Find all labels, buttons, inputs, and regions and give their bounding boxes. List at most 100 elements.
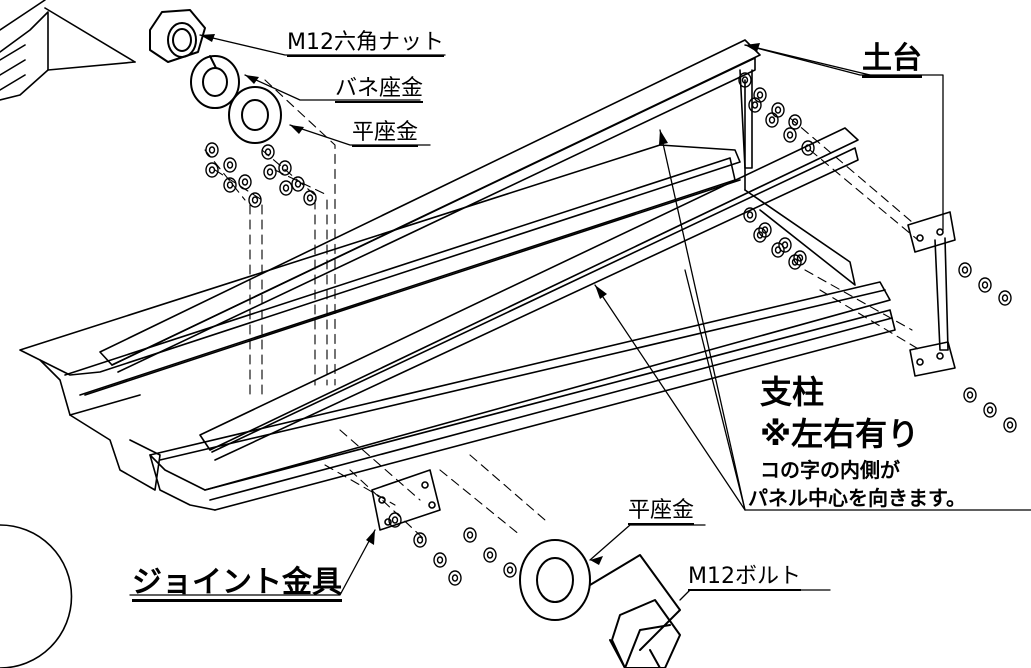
small-washer-hole [774,106,782,114]
rear-crossmember [744,79,856,286]
small-washer [291,176,305,192]
small-washer [743,207,757,223]
small-washer-hole [774,246,782,254]
flat-washer-bottom-large [519,539,591,621]
label-spring-washer: バネ座金 [335,76,424,103]
small-washer-hole [208,146,216,154]
small-washer [748,97,762,113]
small-washer [998,290,1012,306]
small-washer-hole [981,281,989,289]
small-washer-hole [306,194,314,202]
small-washer [238,174,252,190]
small-washer-hole [768,116,776,124]
label-note-line1: コの字の内側が [760,458,900,482]
label-hex-nut: M12六角ナット [287,30,444,57]
joint-bracket-plate [371,469,441,531]
small-washer-hole [226,161,234,169]
small-washer-hole [966,391,974,399]
small-washer-hole [241,178,249,186]
base-bracket [907,211,956,377]
small-washer [261,144,275,160]
small-fastener-set [205,72,1017,586]
small-washer [503,562,517,578]
small-washer-hole [294,180,302,188]
arrowheads [200,34,760,565]
small-washer-hole [266,168,274,176]
label-bolt: M12ボルト [688,564,801,591]
small-washer-hole [756,231,764,239]
small-washer-hole [961,266,969,274]
small-washer [753,227,767,243]
small-washer [263,164,277,180]
front-rail [149,281,896,511]
small-washer [463,527,477,543]
small-washer-hole [208,166,216,174]
small-washer [801,140,815,156]
label-note-line2: パネル中心を向きます。 [748,486,966,510]
label-post: 支柱 [760,373,825,411]
small-washer-hole [226,181,234,189]
small-washer [771,242,785,258]
small-washer [983,402,997,418]
small-washer [783,127,797,143]
small-washer-hole [282,184,290,192]
label-flat-washer-bottom: 平座金 [628,498,695,525]
small-washer [205,162,219,178]
small-washer-hole [791,118,799,126]
small-washer-hole [506,566,514,574]
small-washer [388,512,402,528]
small-washer [788,114,802,130]
small-washer-hole [486,551,494,559]
small-washer-hole [251,196,259,204]
small-washer-hole [1006,421,1014,429]
small-washer [978,277,992,293]
small-washer [1003,417,1017,433]
small-washer-hole [436,556,444,564]
label-both-sides: ※左右有り [760,415,920,453]
small-washer [788,254,802,270]
small-washer-hole [741,76,749,84]
detail-circle-left [0,524,73,668]
small-washer-hole [804,144,812,152]
hex-nut-large [149,9,206,63]
small-washer [278,160,292,176]
small-washer-hole [466,531,474,539]
small-washer [771,102,785,118]
small-washer-hole [751,101,759,109]
spring-washer-large [190,55,240,109]
small-washer-hole [746,211,754,219]
flat-washer-large [228,86,282,144]
small-washer [958,262,972,278]
small-washer [448,570,462,586]
post-bar-upper [99,39,761,373]
small-washer-hole [796,254,804,262]
bolt-large [589,554,681,668]
small-washer-hole [1001,294,1009,302]
small-washer-hole [786,131,794,139]
small-washer [738,72,752,88]
small-washer [303,190,317,206]
small-washer [248,192,262,208]
rear-rail [19,144,741,491]
post-bar-lower [199,127,859,461]
label-base: 土台 [862,41,922,78]
small-washer-hole [451,574,459,582]
small-washer-hole [756,91,764,99]
small-washer [433,552,447,568]
dashed-guides [204,79,921,541]
small-washer-hole [281,164,289,172]
small-washer [778,237,792,253]
small-washer-hole [264,148,272,156]
small-washer-hole [986,406,994,414]
small-washer [765,112,779,128]
small-washer [483,547,497,563]
small-washer-hole [416,536,424,544]
detail-callout-topleft [0,0,136,101]
small-washer [279,180,293,196]
small-washer-hole [761,226,769,234]
small-washer-hole [791,258,799,266]
small-washer [205,142,219,158]
small-washer [223,157,237,173]
